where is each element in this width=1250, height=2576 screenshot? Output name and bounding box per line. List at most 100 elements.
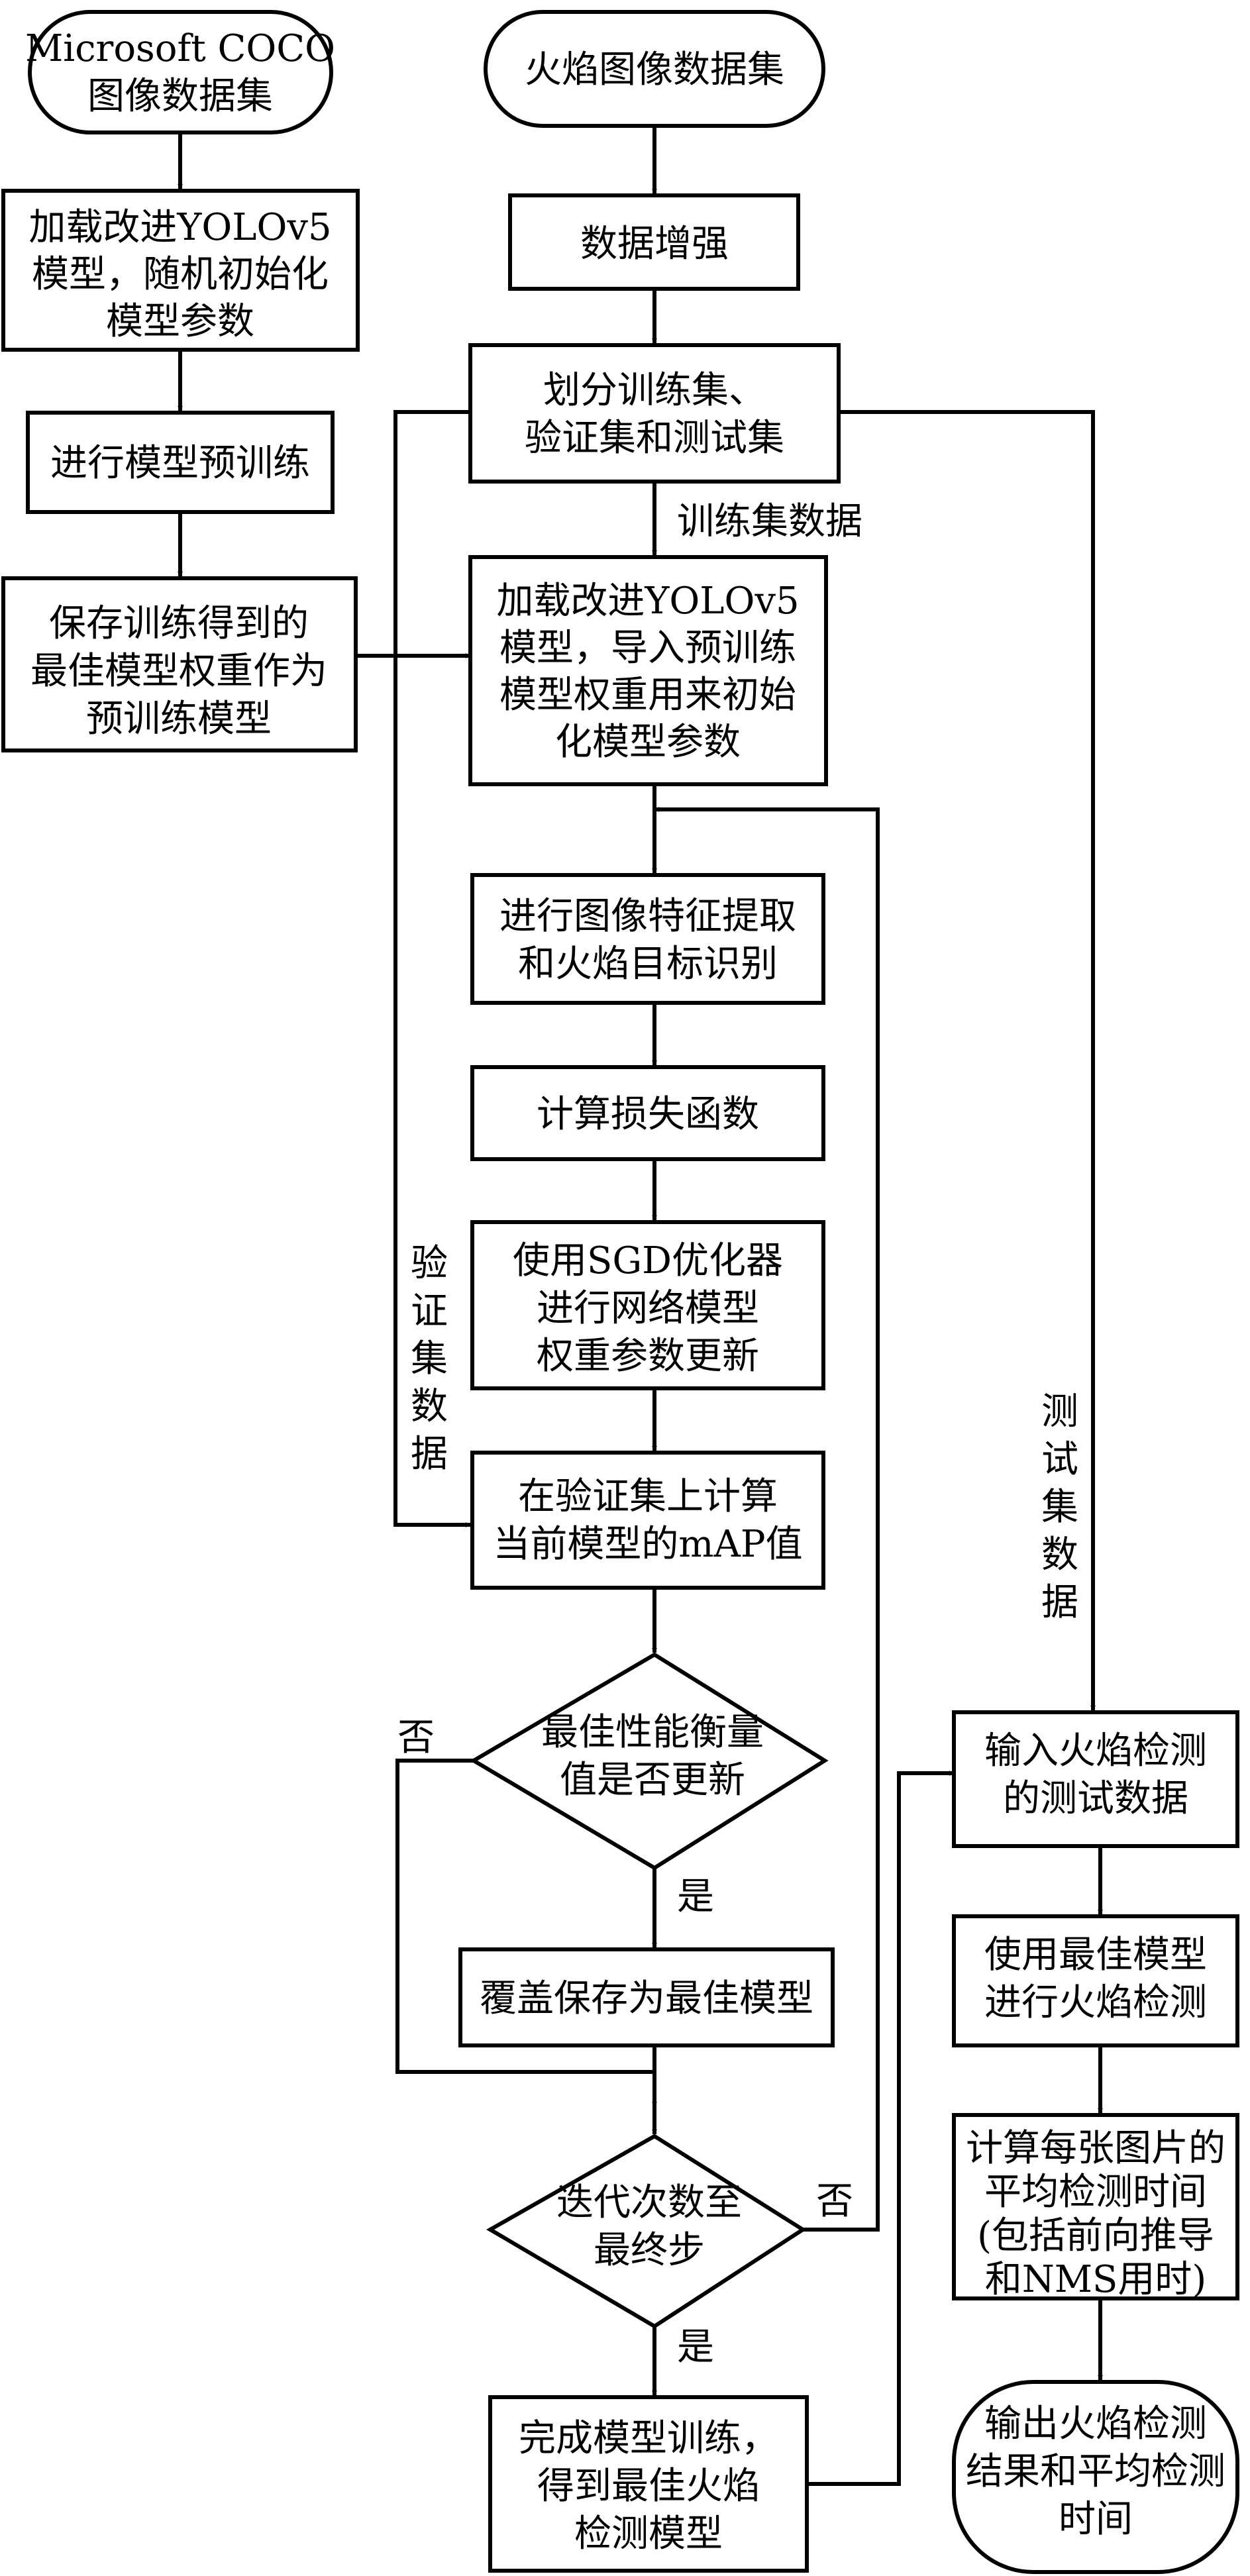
- final-step-line-2: 最终步: [594, 2229, 705, 2272]
- node-map: 在验证集上计算 当前模型的mAP值: [470, 1451, 825, 1590]
- avg-time-line-3: (包括前向推导: [977, 2214, 1214, 2257]
- connectors: [178, 126, 1103, 2486]
- input-test-line-2: 的测试数据: [1003, 1777, 1188, 1820]
- split-line-2: 验证集和测试集: [525, 417, 784, 460]
- detect-box: [952, 1914, 1239, 2047]
- label-yes-1: 是: [677, 1875, 714, 1918]
- fire-dataset-terminal-shape: [484, 10, 825, 128]
- best-updated-diamond: [470, 1652, 829, 1871]
- loss-line-1: 计算损失函数: [537, 1093, 759, 1136]
- node-sgd: 使用SGD优化器 进行网络模型 权重参数更新: [470, 1220, 825, 1390]
- save-pretrained-line-1: 保存训练得到的: [49, 602, 309, 645]
- node-loss: 计算损失函数: [470, 1065, 825, 1161]
- node-feature: 进行图像特征提取 和火焰目标识别: [470, 873, 825, 1005]
- node-input-test: 输入火焰检测 的测试数据: [952, 1710, 1239, 1848]
- detect-line-2: 进行火焰检测: [984, 1981, 1207, 2024]
- sgd-box: [470, 1220, 825, 1390]
- coco-terminal-shape: [28, 10, 333, 134]
- augment-box: [508, 193, 800, 291]
- label-test-data-1: 测: [1041, 1390, 1078, 1433]
- load-pretrained-box: [468, 555, 828, 786]
- node-split: 划分训练集、 验证集和测试集: [468, 343, 841, 484]
- save-pretrained-box: [1, 576, 358, 752]
- finish-line-2: 得到最佳火焰: [537, 2465, 760, 2508]
- label-val-data-3: 集: [411, 1337, 448, 1380]
- final-step-line-1: 迭代次数至: [556, 2181, 742, 2224]
- detect-line-1: 使用最佳模型: [984, 1933, 1207, 1977]
- overwrite-line-1: 覆盖保存为最佳模型: [480, 1977, 813, 2020]
- map-line-2: 当前模型的mAP值: [493, 1523, 802, 1566]
- node-final-step: 迭代次数至 最终步: [486, 2134, 807, 2329]
- edge-validation-data: [393, 410, 471, 1527]
- node-overwrite: 覆盖保存为最佳模型: [458, 1947, 835, 2047]
- output-line-2: 结果和平均检测: [966, 2450, 1225, 2493]
- output-line-3: 时间: [1059, 2498, 1133, 2541]
- load-random-line-2: 模型，随机初始化: [32, 253, 329, 296]
- load-random-line-1: 加载改进YOLOv5: [28, 206, 331, 249]
- split-box: [468, 343, 841, 484]
- final-step-diamond: [486, 2134, 807, 2329]
- sgd-line-2: 进行网络模型: [537, 1287, 759, 1330]
- finish-line-3: 检测模型: [574, 2512, 723, 2555]
- edge-test-data: [839, 410, 1096, 1711]
- label-val-data-5: 据: [411, 1433, 448, 1476]
- label-train-data: 训练集数据: [677, 500, 862, 543]
- node-coco: Microsoft COCO 图像数据集: [25, 10, 335, 134]
- label-yes-2: 是: [677, 2326, 714, 2369]
- input-test-line-1: 输入火焰检测: [984, 1729, 1207, 1773]
- avg-time-line-2: 平均检测时间: [984, 2171, 1207, 2214]
- save-pretrained-line-2: 最佳模型权重作为: [30, 650, 327, 693]
- map-line-1: 在验证集上计算: [518, 1475, 778, 1518]
- split-line-1: 划分训练集、: [543, 369, 766, 412]
- map-box: [470, 1451, 825, 1590]
- edge-labels: 训练集数据 验 证 集 数 据 测 试 集 数 据 是 否 是 否: [397, 500, 1078, 2369]
- augment-line-1: 数据增强: [580, 223, 729, 266]
- best-updated-line-2: 值是否更新: [560, 1759, 745, 1802]
- label-test-data-4: 数: [1041, 1533, 1078, 1576]
- pretrain-box: [26, 411, 335, 514]
- load-pretrained-line-2: 模型，导入预训练: [499, 627, 796, 670]
- label-test-data-2: 试: [1041, 1438, 1078, 1481]
- feature-line-2: 和火焰目标识别: [518, 943, 778, 986]
- node-load-pretrained: 加载改进YOLOv5 模型，导入预训练 模型权重用来初始 化模型参数: [468, 555, 828, 786]
- finish-line-1: 完成模型训练，: [519, 2417, 778, 2460]
- label-test-data-3: 集: [1041, 1486, 1078, 1529]
- node-fire-dataset: 火焰图像数据集: [484, 10, 825, 128]
- loss-box: [470, 1065, 825, 1161]
- sgd-line-3: 权重参数更新: [537, 1335, 759, 1378]
- label-val-data-1: 验: [411, 1242, 448, 1285]
- edge-decision1-no: [395, 1759, 657, 2107]
- node-finish: 完成模型训练， 得到最佳火焰 检测模型: [488, 2395, 809, 2573]
- coco-line-2: 图像数据集: [87, 75, 273, 118]
- node-detect: 使用最佳模型 进行火焰检测: [952, 1914, 1239, 2047]
- node-avg-time: 计算每张图片的 平均检测时间 (包括前向推导 和NMS用时): [952, 2113, 1239, 2301]
- feature-line-1: 进行图像特征提取: [499, 895, 796, 938]
- label-val-data-4: 数: [411, 1385, 448, 1428]
- load-pretrained-line-3: 模型权重用来初始: [499, 674, 796, 717]
- output-terminal-shape: [952, 2380, 1239, 2574]
- save-pretrained-line-3: 预训练模型: [86, 697, 272, 741]
- best-updated-line-1: 最佳性能衡量: [541, 1711, 764, 1754]
- load-pretrained-line-1: 加载改进YOLOv5: [496, 580, 799, 623]
- avg-time-box: [952, 2113, 1239, 2300]
- coco-line-1: Microsoft COCO: [25, 27, 335, 70]
- node-augment: 数据增强: [508, 193, 800, 291]
- input-test-box: [952, 1710, 1239, 1848]
- label-test-data-5: 据: [1041, 1581, 1078, 1624]
- overwrite-box: [458, 1947, 835, 2047]
- feature-box: [470, 873, 825, 1005]
- node-load-random: 加载改进YOLOv5 模型，随机初始化 模型参数: [1, 189, 360, 352]
- label-no-1: 否: [397, 1716, 435, 1759]
- load-random-line-3: 模型参数: [106, 300, 254, 343]
- node-save-pretrained: 保存训练得到的 最佳模型权重作为 预训练模型: [1, 576, 358, 752]
- edge-finish-to-input-test: [807, 1771, 955, 2486]
- finish-box: [488, 2395, 809, 2573]
- load-pretrained-line-4: 化模型参数: [555, 721, 741, 764]
- node-output: 输出火焰检测 结果和平均检测 时间: [952, 2380, 1239, 2574]
- avg-time-line-4: 和NMS用时): [985, 2258, 1207, 2301]
- load-random-box: [1, 189, 360, 352]
- fire-dataset-line-1: 火焰图像数据集: [525, 48, 784, 91]
- edge-decision2-no: [654, 807, 880, 2232]
- avg-time-line-1: 计算每张图片的: [966, 2127, 1225, 2170]
